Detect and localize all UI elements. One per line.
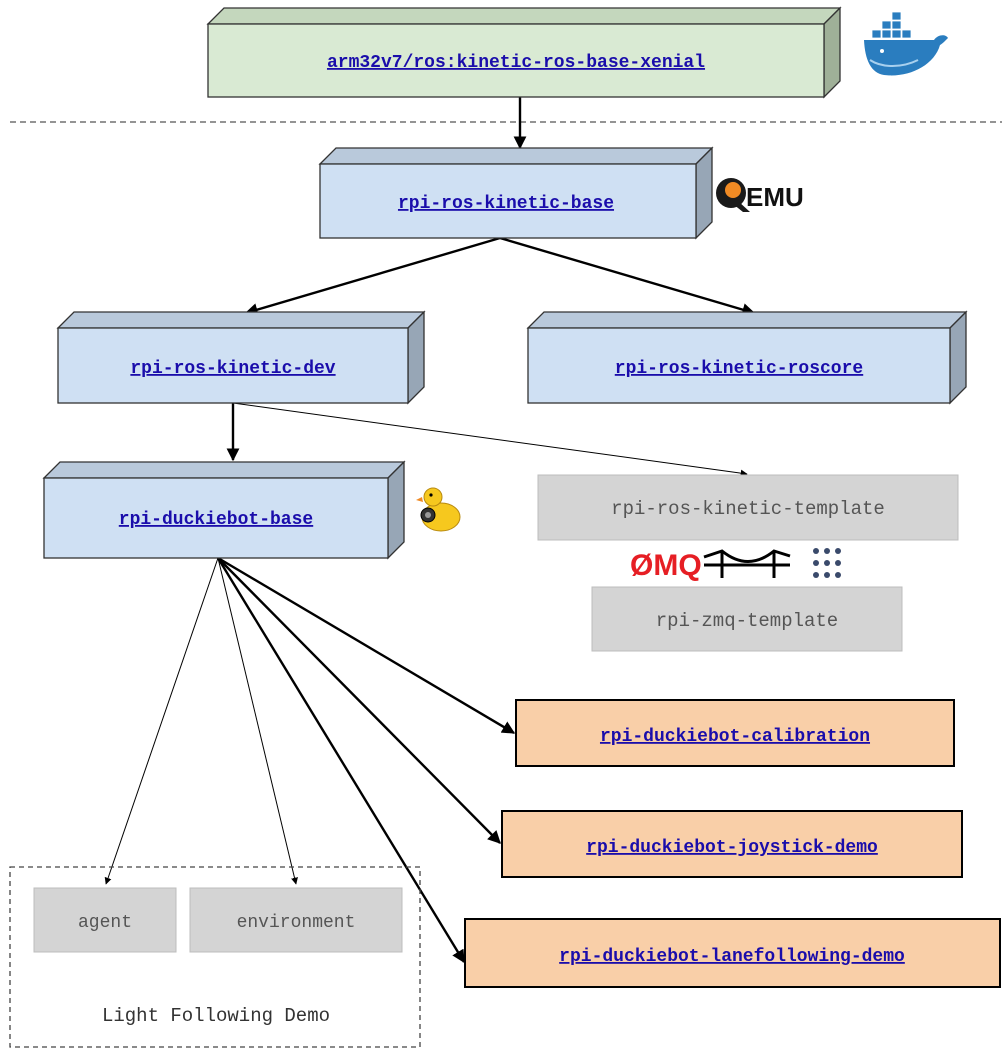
group-caption: Light Following Demo bbox=[102, 1005, 330, 1027]
node-ros-kinetic-roscore-label[interactable]: rpi-ros-kinetic-roscore bbox=[615, 359, 863, 379]
edge-base-to-dev bbox=[244, 236, 501, 316]
zmq-logo-text: ØMQ bbox=[630, 549, 702, 582]
node-duckiebot-calibration[interactable]: rpi-duckiebot-calibration bbox=[515, 699, 955, 767]
node-ros-kinetic-template-label: rpi-ros-kinetic-template bbox=[611, 498, 885, 520]
node-zmq-template: rpi-zmq-template bbox=[591, 586, 903, 652]
node-agent bbox=[33, 887, 177, 953]
node-arm32v7-label[interactable]: arm32v7/ros:kinetic-ros-base-xenial bbox=[327, 53, 705, 73]
edges bbox=[104, 97, 756, 964]
edge-base-to-roscore bbox=[499, 236, 756, 316]
node-ros-kinetic-base-label[interactable]: rpi-ros-kinetic-base bbox=[398, 194, 614, 214]
zmq-bridge-logos: ØMQ bbox=[630, 548, 841, 582]
node-duckiebot-lanefollowing-demo[interactable]: rpi-duckiebot-lanefollowing-demo bbox=[464, 918, 1001, 988]
qemu-logo-text: EMU bbox=[746, 182, 804, 212]
node-environment-label: environment bbox=[237, 913, 356, 933]
qemu-logo-icon: EMU bbox=[716, 178, 804, 212]
duck-icon bbox=[416, 487, 461, 532]
node-duckiebot-base-label[interactable]: rpi-duckiebot-base bbox=[119, 510, 313, 530]
edge-duckiebot-to-lanefollowing bbox=[216, 557, 466, 964]
node-calibration-label[interactable]: rpi-duckiebot-calibration bbox=[600, 727, 870, 747]
edge-duckiebot-to-joystick bbox=[217, 557, 501, 844]
node-ros-kinetic-template: rpi-ros-kinetic-template bbox=[537, 474, 959, 541]
node-agent-label: agent bbox=[78, 913, 132, 933]
node-ros-kinetic-base[interactable]: rpi-ros-kinetic-base bbox=[318, 146, 714, 240]
bridge-icon bbox=[703, 549, 791, 578]
edge-dev-to-template bbox=[232, 402, 748, 477]
node-duckiebot-base[interactable]: rpi-duckiebot-base bbox=[42, 460, 406, 560]
node-duckiebot-joystick-demo[interactable]: rpi-duckiebot-joystick-demo bbox=[501, 810, 963, 878]
node-joystick-demo-label[interactable]: rpi-duckiebot-joystick-demo bbox=[586, 838, 878, 858]
node-environment bbox=[189, 887, 403, 953]
node-ros-kinetic-dev[interactable]: rpi-ros-kinetic-dev bbox=[56, 310, 426, 405]
dots-grid-icon bbox=[813, 548, 841, 578]
edge-duckiebot-to-agent bbox=[104, 557, 219, 885]
node-zmq-template-label: rpi-zmq-template bbox=[656, 610, 838, 632]
node-lanefollowing-demo-label[interactable]: rpi-duckiebot-lanefollowing-demo bbox=[559, 947, 905, 967]
docker-whale-icon bbox=[864, 11, 948, 76]
node-ros-kinetic-roscore[interactable]: rpi-ros-kinetic-roscore bbox=[526, 310, 968, 405]
node-ros-kinetic-dev-label[interactable]: rpi-ros-kinetic-dev bbox=[130, 359, 335, 379]
light-following-demo-group: agent environment Light Following Demo bbox=[9, 866, 421, 1048]
edge-duckiebot-to-environment bbox=[217, 557, 298, 885]
node-arm32v7-image[interactable]: arm32v7/ros:kinetic-ros-base-xenial bbox=[206, 6, 842, 99]
edge-duckiebot-to-calibration bbox=[217, 556, 516, 735]
